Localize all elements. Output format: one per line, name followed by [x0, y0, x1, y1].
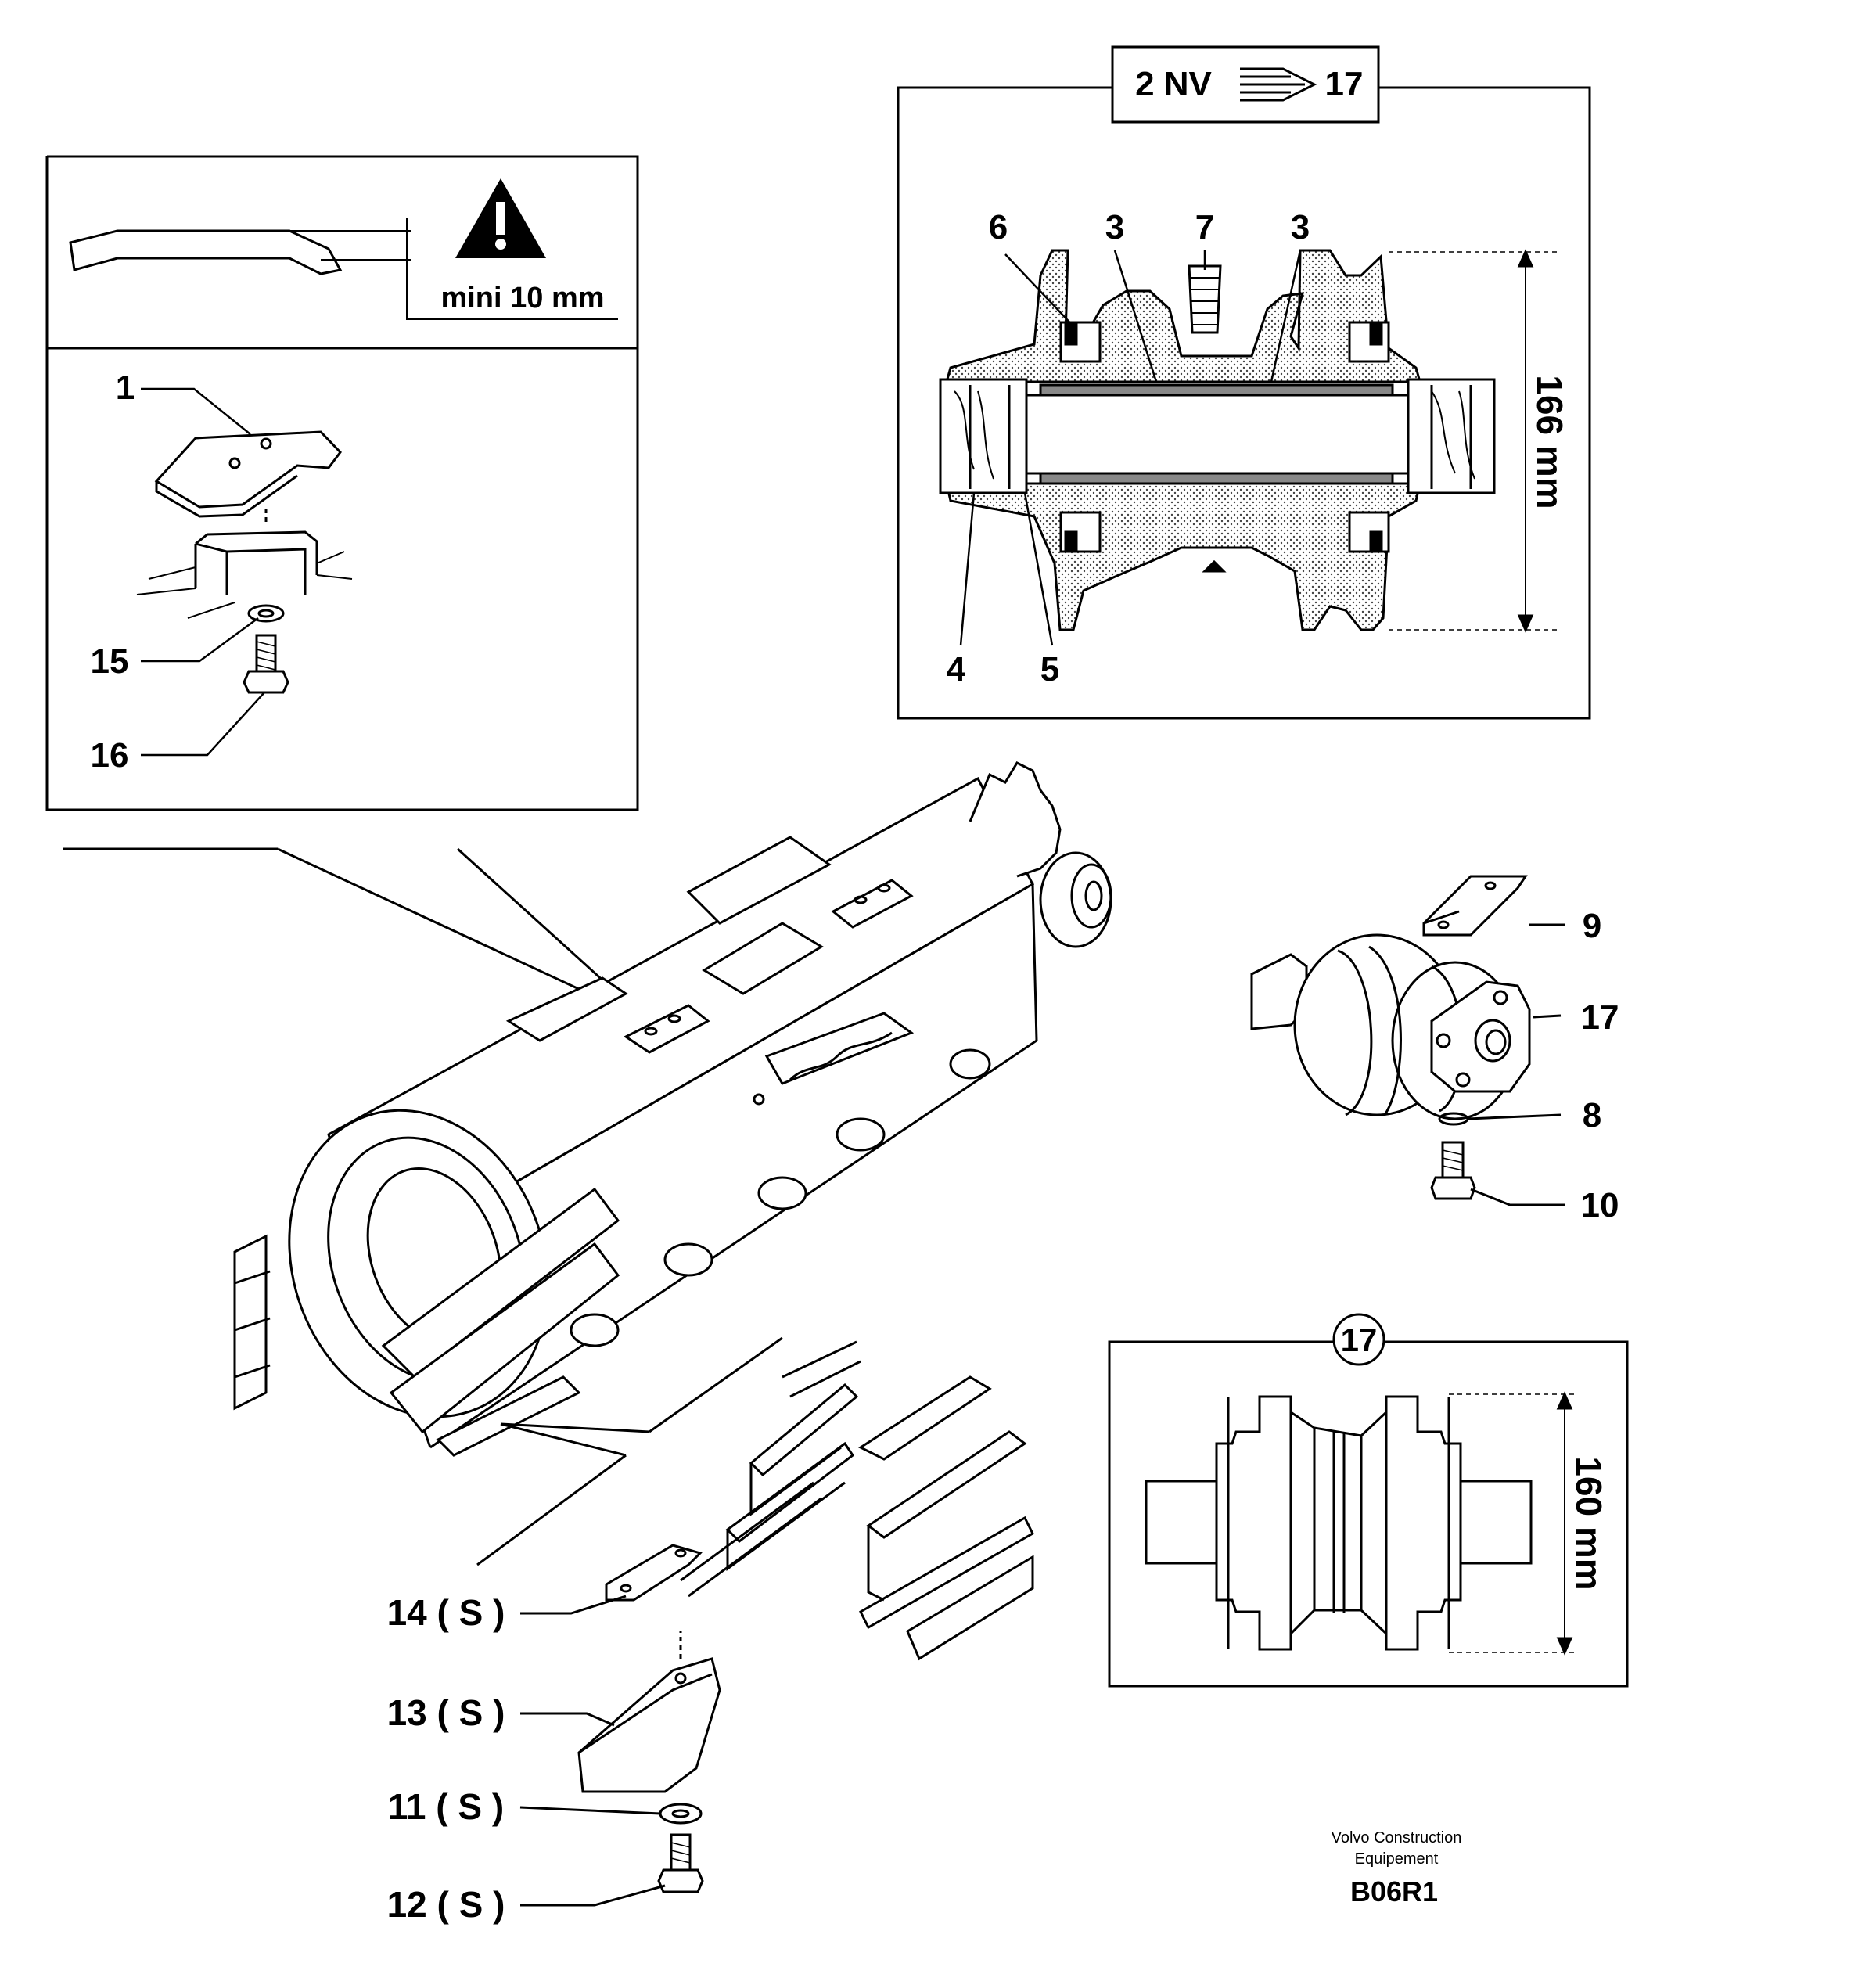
callout-3-right: 3: [1291, 208, 1310, 246]
shaft: [1023, 394, 1418, 475]
header-box: [1111, 45, 1380, 124]
header-right-text: 17: [1325, 65, 1364, 103]
callout-9: 9: [1583, 907, 1601, 945]
callout-14: 14 ( S ): [387, 1592, 505, 1633]
roller-body-lower: [945, 482, 1421, 631]
callout-13: 13 ( S ): [387, 1692, 505, 1733]
header-left-text: 2 NV: [1135, 65, 1212, 103]
bracket: [194, 530, 318, 595]
callout-17: 17: [1581, 998, 1619, 1037]
callout-12: 12 ( S ): [387, 1884, 505, 1925]
section-dimension: 166 mm: [1529, 375, 1570, 509]
roller-frame: [1108, 1340, 1629, 1688]
track-guide-exploded: [519, 1340, 1034, 1907]
callout-4: 4: [947, 650, 966, 689]
callout-10: 10: [1581, 1186, 1619, 1224]
callout-1: 1: [116, 369, 135, 407]
callout-7: 7: [1195, 208, 1214, 246]
callout-8: 8: [1583, 1096, 1601, 1134]
arrow-right-icon: [1240, 67, 1317, 102]
section-frame: [897, 86, 1591, 720]
roller-17-view: [1108, 1313, 1629, 1688]
callout-3-left: 3: [1105, 208, 1124, 246]
roller-dimension: 160 mm: [1569, 1456, 1609, 1590]
callout-16: 16: [91, 736, 129, 775]
callout-6: 6: [989, 208, 1008, 246]
callout-15: 15: [91, 642, 129, 681]
diagram-code: B06R1: [1350, 1875, 1438, 1907]
maker-line-1: Volvo Construction: [1332, 1829, 1462, 1846]
callout-11: 11 ( S ): [388, 1786, 504, 1827]
section-view: [897, 86, 1591, 720]
maker-line-2: Equipement: [1355, 1850, 1439, 1868]
warning-text: mini 10 mm: [440, 282, 604, 315]
warning-triangle-icon: [455, 178, 546, 258]
wear-plate-detail: [45, 155, 639, 811]
washer-15: [247, 604, 285, 623]
roller-assembly: [1250, 875, 1565, 1206]
detail-box-frame: [45, 155, 639, 811]
track-frame: [63, 761, 1112, 1566]
roller-badge: [1332, 1313, 1385, 1366]
wear-profile: [69, 229, 343, 275]
wear-plate-part: [154, 430, 342, 509]
roller-badge-text: 17: [1341, 1321, 1378, 1358]
callout-5: 5: [1040, 650, 1059, 689]
